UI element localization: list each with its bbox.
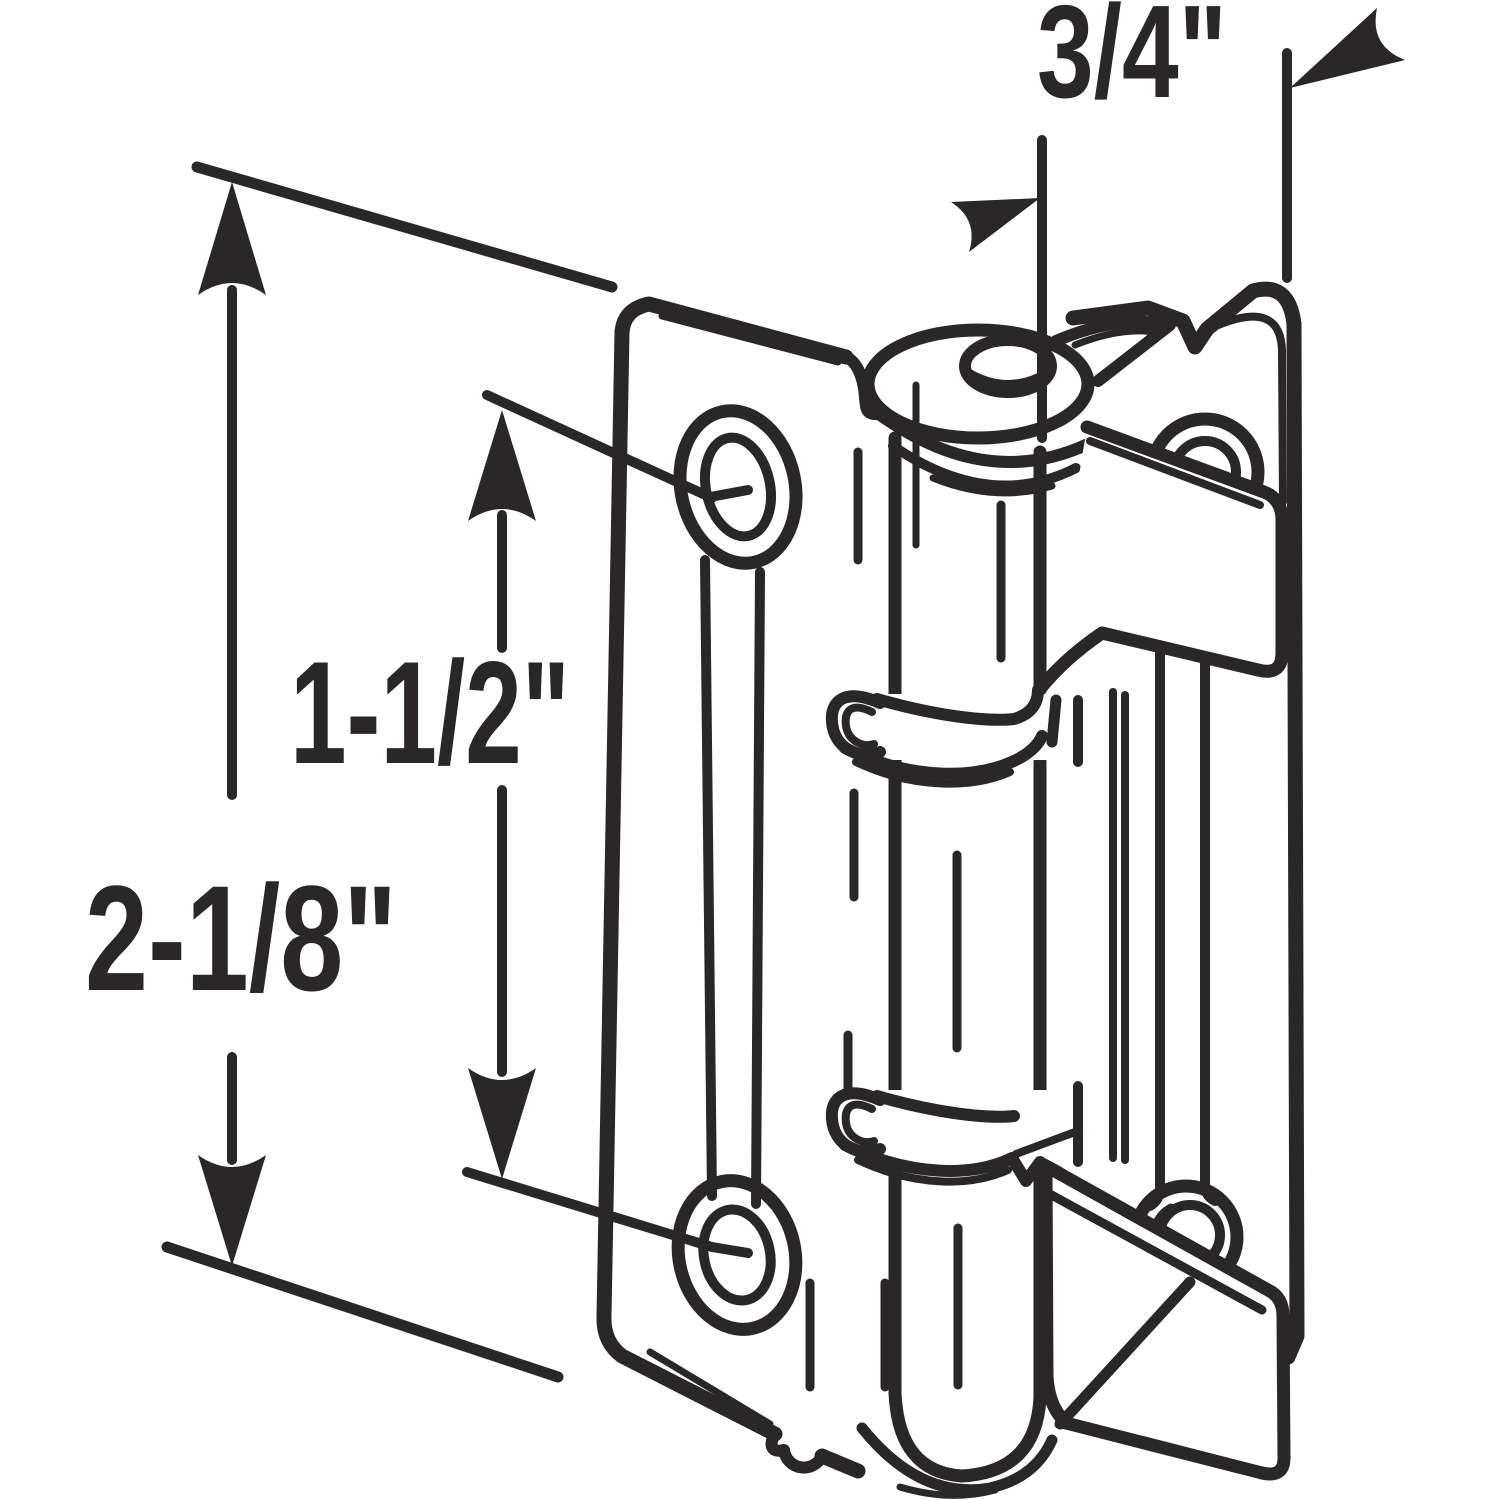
lower-tab-top-inner-line: [1041, 1187, 1267, 1315]
offset-arrow-left: [951, 198, 1040, 252]
left-leaf: [596, 296, 890, 1479]
upper-tab: [1033, 420, 1289, 696]
right-leaf-thickness-line: [1212, 312, 1287, 506]
spacing-arrow-up: [468, 410, 536, 521]
middle-band-top-edge: [871, 684, 1044, 726]
left-leaf-bottom-edge-end: [814, 1448, 866, 1479]
middle-band-bottom-edge: [839, 730, 1048, 780]
middle-fold-line: [1046, 694, 1062, 748]
bottom-band-crease: [1012, 1128, 1079, 1158]
hinge-pin-barrel: [856, 315, 1176, 1499]
left-leaf-face: [604, 304, 890, 1478]
right-leaf-right-edge: [1280, 316, 1305, 1365]
extension-line-lower-hole: [462, 1167, 717, 1252]
upper-tab-top-right-edge: [1080, 420, 1289, 678]
extension-line-upper-hole: [482, 390, 717, 503]
upper-tab-bottom-edge: [1033, 626, 1265, 696]
middle-ear-inner: [841, 703, 878, 749]
left-leaf-bottom-thickness: [646, 1348, 774, 1428]
bottom-ear-inner: [841, 1100, 878, 1146]
barrel-bottom-rim-2: [896, 1483, 999, 1499]
lower-hole-center-tick: [707, 1242, 753, 1258]
left-leaf-top-thickness: [658, 312, 842, 366]
extension-line-bottom-left: [161, 1241, 564, 1383]
extension-line-top-left: [191, 161, 618, 293]
lower-tab: [1033, 1156, 1291, 1481]
middle-knuckle: [825, 684, 1062, 788]
left-leaf-slot-right: [751, 567, 765, 1209]
left-leaf-lower-hole-inner: [698, 1204, 776, 1306]
left-leaf-lower-hole-outer: [671, 1174, 803, 1336]
spacing-arrow-down: [468, 1068, 536, 1179]
barrel-bottom-cap: [888, 1385, 1047, 1483]
cap-ear-inner-line: [1071, 327, 1159, 349]
left-leaf-slot-left: [700, 555, 717, 1201]
offset-arrow-right: [1290, 8, 1405, 88]
dimension-annotations: 2-1/8" 1-1/2" 3/4": [85, 0, 1405, 1383]
barrel-bottom-rim-1: [856, 1422, 1058, 1496]
left-leaf-bottom-corner: [596, 1308, 783, 1442]
middle-band-thickness: [852, 758, 1014, 788]
spacing-dimension-label: 1-1/2": [290, 631, 570, 794]
right-leaf-top-edge: [1065, 281, 1302, 355]
cap-rim-arc-1: [870, 406, 1094, 468]
upper-hole-center-tick: [705, 485, 753, 502]
left-leaf-left-edge: [596, 324, 630, 1324]
bottom-knuckle: [825, 1087, 1079, 1187]
cap-ear: [1050, 315, 1176, 387]
cap-outline: [861, 323, 1095, 445]
left-leaf-bottom-notch: [765, 1428, 828, 1474]
upper-tab-top-inner-line: [1086, 437, 1264, 509]
height-arrow-up: [198, 182, 266, 295]
bottom-band-bottom-edge: [839, 1139, 1046, 1187]
lower-tab-fill: [1044, 1166, 1284, 1476]
lower-tab-crease: [1054, 1276, 1196, 1430]
lower-tab-bottom-edge: [1059, 1416, 1269, 1480]
offset-dimension-label: 3/4": [1037, 0, 1227, 125]
left-leaf-upper-hole-outer: [673, 404, 803, 570]
height-arrow-down: [198, 1155, 266, 1266]
bottom-band-top-edge: [871, 1090, 1020, 1123]
height-dimension-label: 2-1/8": [85, 854, 397, 1022]
bottom-band-thickness: [854, 1156, 1012, 1186]
